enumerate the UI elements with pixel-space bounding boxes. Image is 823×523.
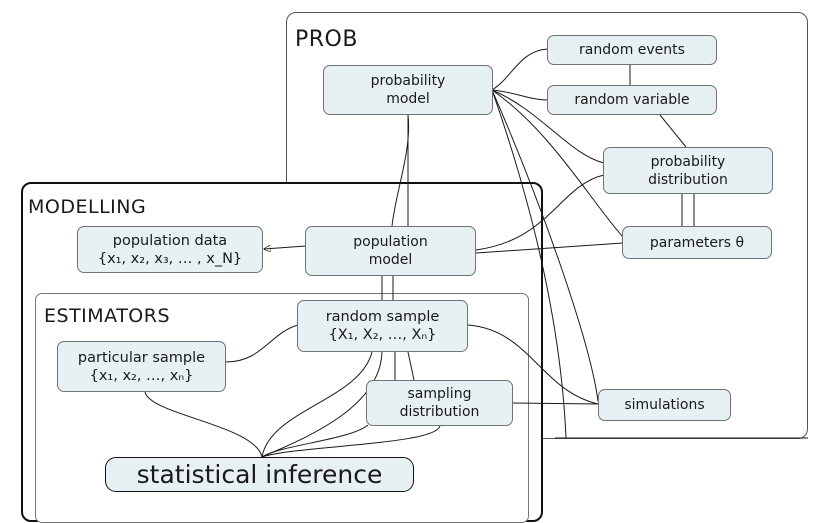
population-data-line1: population data [112, 232, 228, 249]
statistical-inference-node[interactable]: statistical inference [105, 457, 414, 492]
modelling-frame-title: MODELLING [28, 196, 147, 218]
statistical-inference-label: statistical inference [136, 459, 383, 489]
probability-distribution-line1: probability [650, 153, 726, 170]
probability-model-line2: model [386, 91, 430, 107]
random-events-node[interactable]: random events [547, 35, 717, 65]
population-model-line1: population [353, 234, 428, 250]
sampling-distribution-line2: distribution [399, 404, 480, 420]
particular-sample-node[interactable]: particular sample{x₁, x₂, …, xₙ} [57, 341, 226, 392]
simulations-node[interactable]: simulations [598, 389, 731, 421]
population-model-node[interactable]: population model [305, 226, 476, 276]
estimators-frame-title: ESTIMATORS [44, 305, 171, 327]
parameters-label: parameters θ [649, 234, 745, 251]
parameters-node[interactable]: parameters θ [622, 226, 772, 259]
random-variable-label: random variable [574, 92, 690, 108]
random-sample-line1: random sample [325, 309, 440, 325]
sampling-distribution-node[interactable]: sampling distribution [366, 380, 513, 426]
population-data-line2: {x₁, x₂, x₃, … , x_N} [97, 250, 243, 267]
probability-distribution-line2: distribution [648, 171, 728, 188]
simulations-label: simulations [624, 397, 705, 413]
random-sample-line2: {X₁, X₂, …, Xₙ} [328, 327, 437, 343]
prob-frame-title: PROB [295, 27, 358, 52]
population-model-line2: model [368, 252, 413, 268]
particular-sample-line2: {x₁, x₂, …, xₙ} [89, 367, 194, 384]
probability-model-line1: probability [370, 73, 446, 89]
sampling-distribution-line1: sampling [407, 386, 472, 402]
particular-sample-line1: particular sample [77, 349, 206, 366]
probability-model-node[interactable]: probability model [323, 65, 493, 115]
random-sample-node[interactable]: random sample {X₁, X₂, …, Xₙ} [297, 300, 468, 352]
diagram: PROB MODELLING ESTIMATORS [21, 12, 808, 523]
population-data-node[interactable]: population data{x₁, x₂, x₃, … , x_N} [77, 226, 263, 273]
random-variable-node[interactable]: random variable [547, 85, 717, 115]
random-events-label: random events [579, 42, 685, 58]
